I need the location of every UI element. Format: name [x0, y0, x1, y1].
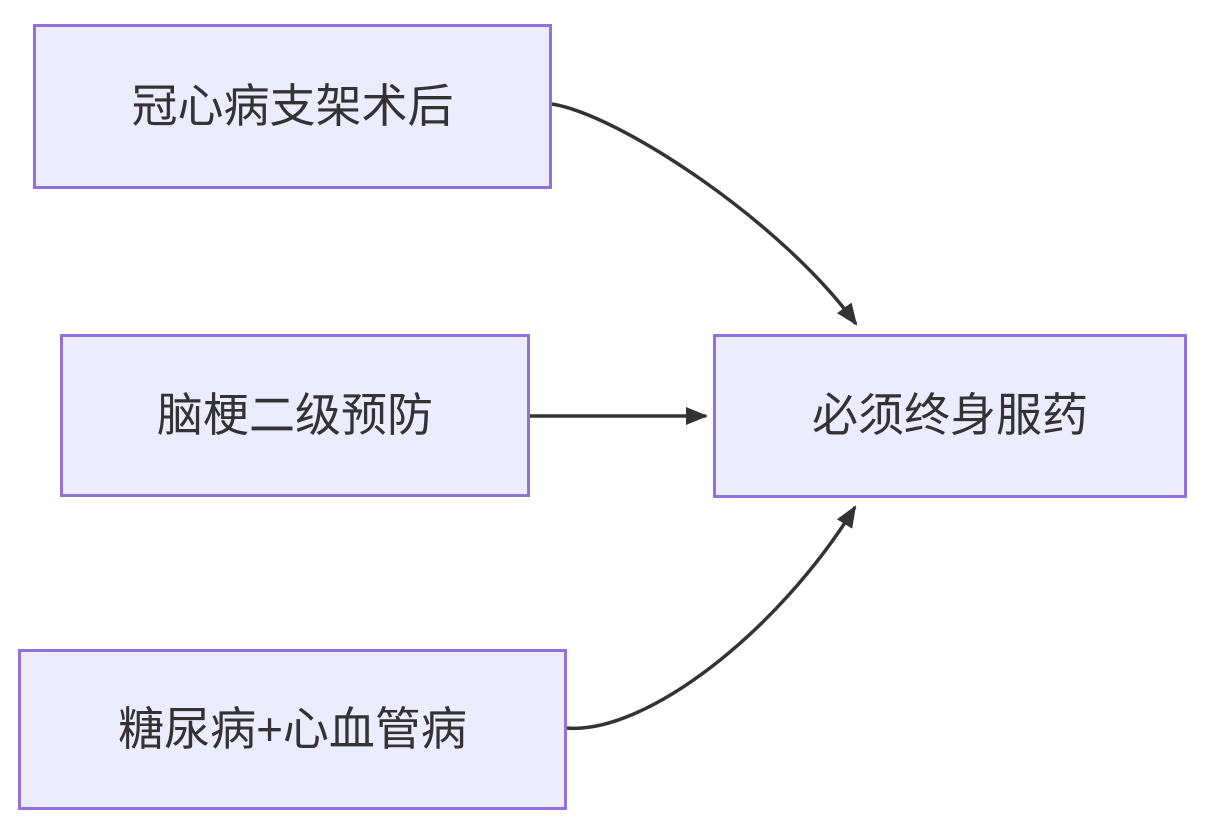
- edge-coronary-to-medication: [551, 102, 858, 326]
- node-coronary-stent-label: 冠心病支架术后: [131, 79, 454, 132]
- node-stroke-prevention: 脑梗二级预防: [60, 334, 530, 497]
- node-coronary-stent: 冠心病支架术后: [33, 24, 552, 189]
- node-diabetes-cvd-label: 糖尿病+心血管病: [118, 702, 467, 755]
- node-diabetes-cvd: 糖尿病+心血管病: [18, 649, 567, 810]
- edge-diabetes-to-medication: [565, 505, 857, 730]
- node-lifelong-medication: 必须终身服药: [713, 334, 1187, 498]
- node-stroke-prevention-label: 脑梗二级预防: [157, 388, 433, 441]
- node-lifelong-medication-label: 必须终身服药: [812, 389, 1088, 442]
